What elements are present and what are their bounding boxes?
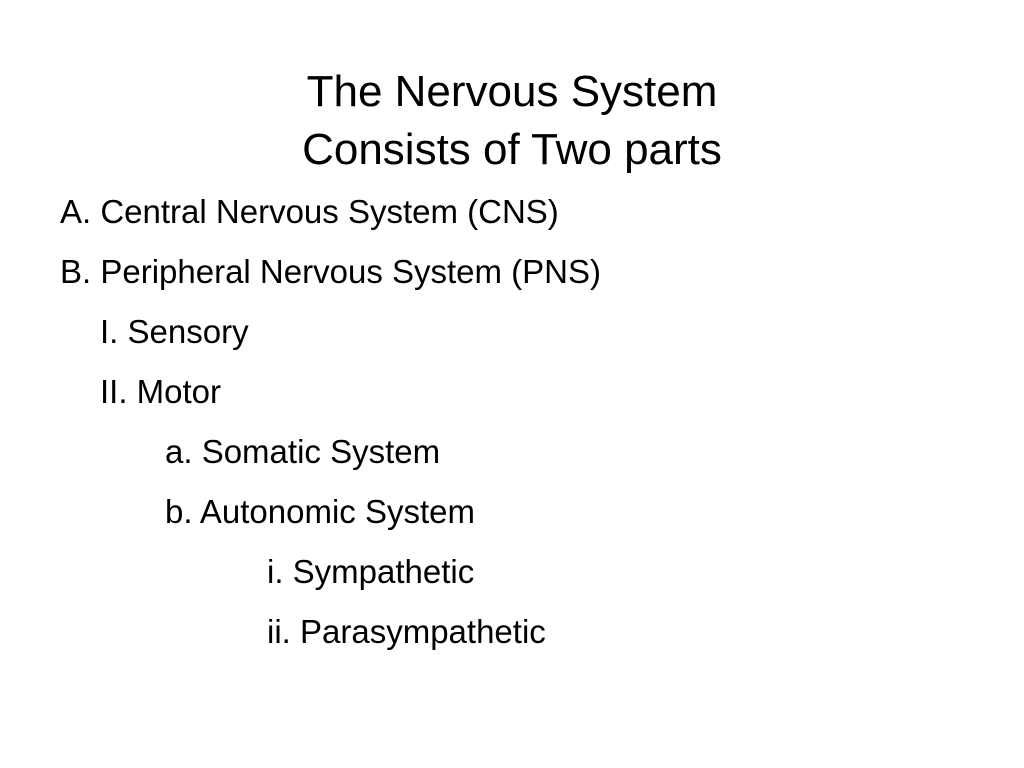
outline-item-sensory: I. Sensory [100, 313, 249, 350]
outline-item-pns: B. Peripheral Nervous System (PNS) [60, 253, 602, 290]
title-line-1: The Nervous System [306, 67, 718, 117]
outline-item-autonomic: b. Autonomic System [165, 493, 475, 530]
outline-item-parasympathetic: ii. Parasympathetic [267, 613, 546, 650]
title-line-2: Consists of Two parts [302, 125, 722, 175]
outline-item-somatic: a. Somatic System [165, 433, 441, 470]
outline-item-cns: A. Central Nervous System (CNS) [60, 193, 559, 230]
outline-item-sympathetic: i. Sympathetic [267, 553, 475, 590]
outline-item-motor: II. Motor [100, 373, 222, 410]
slide-title: The Nervous System Consists of Two parts [0, 63, 1024, 179]
outline-list: A. Central Nervous System (CNS) B. Perip… [60, 182, 980, 662]
